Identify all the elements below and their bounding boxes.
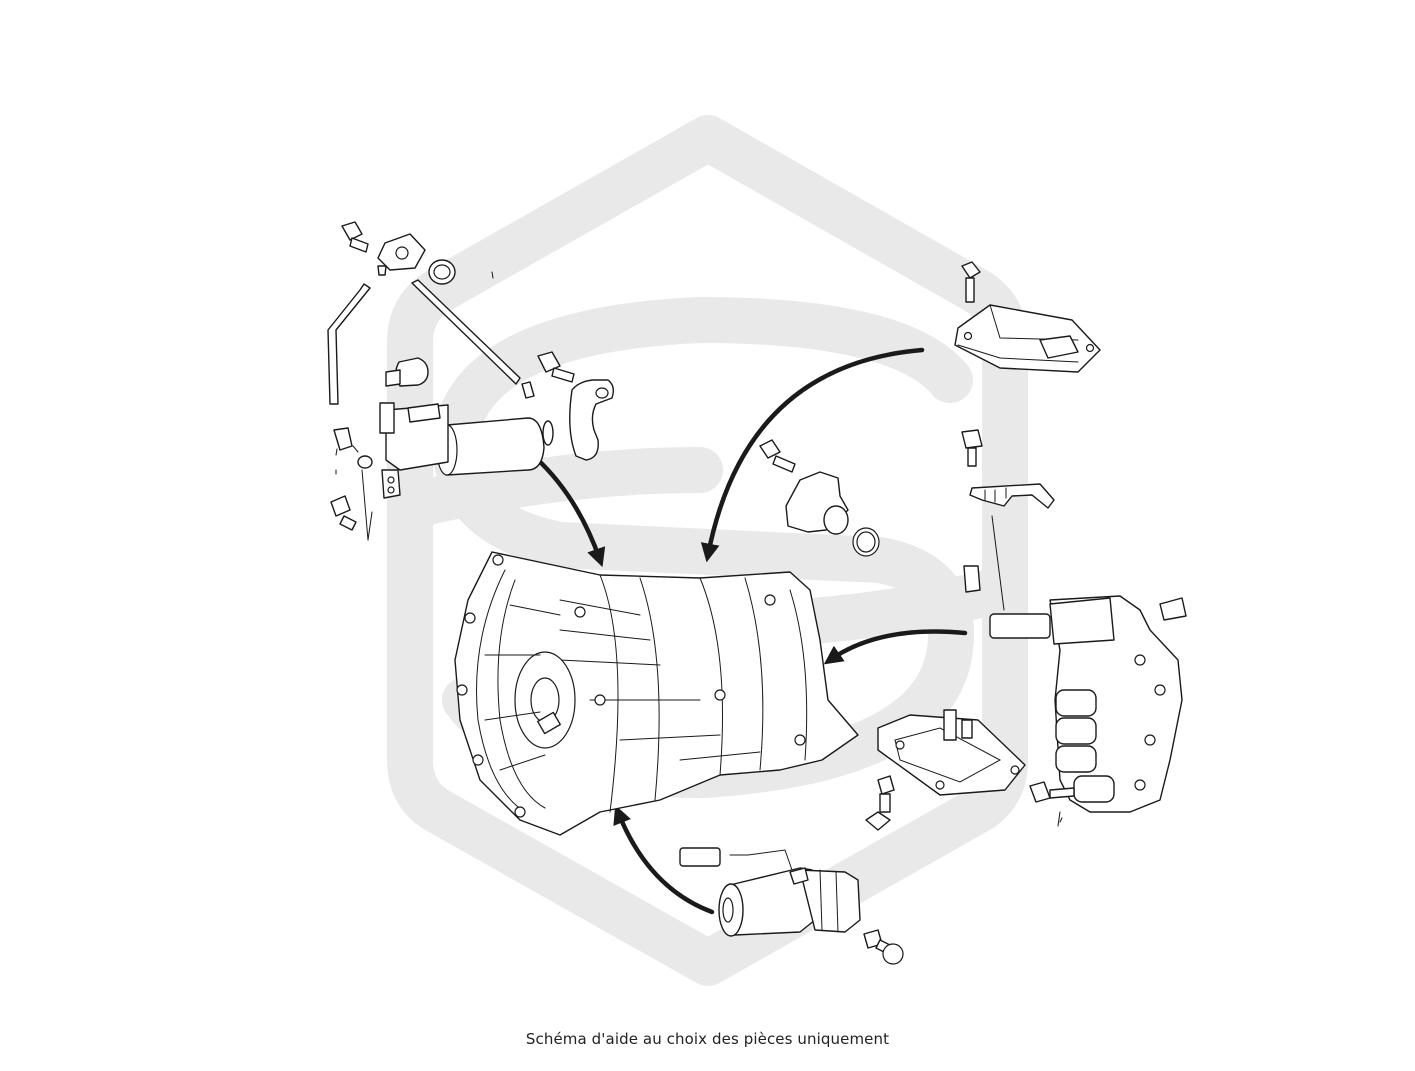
arrow-pump-to-housing: [533, 455, 606, 568]
shift-actuator-motor: [679, 847, 904, 965]
direction-arrows: [533, 347, 968, 915]
oil-pan-cover: [865, 709, 1026, 831]
breather-hoses: [327, 221, 615, 461]
valve-body: [989, 595, 1187, 827]
arrow-motor-to-housing: [613, 804, 715, 915]
diagram-caption: Schéma d'aide au choix des pièces unique…: [525, 1030, 890, 1048]
arrow-valvebody-to-housing: [823, 629, 968, 665]
speed-sensor: [759, 439, 880, 557]
arrow-module-to-housing: [700, 347, 925, 563]
control-module: [954, 261, 1101, 373]
transmission-housing: [454, 551, 859, 836]
electric-oil-pump: [330, 357, 554, 541]
sensor-bracket: [961, 429, 1055, 611]
